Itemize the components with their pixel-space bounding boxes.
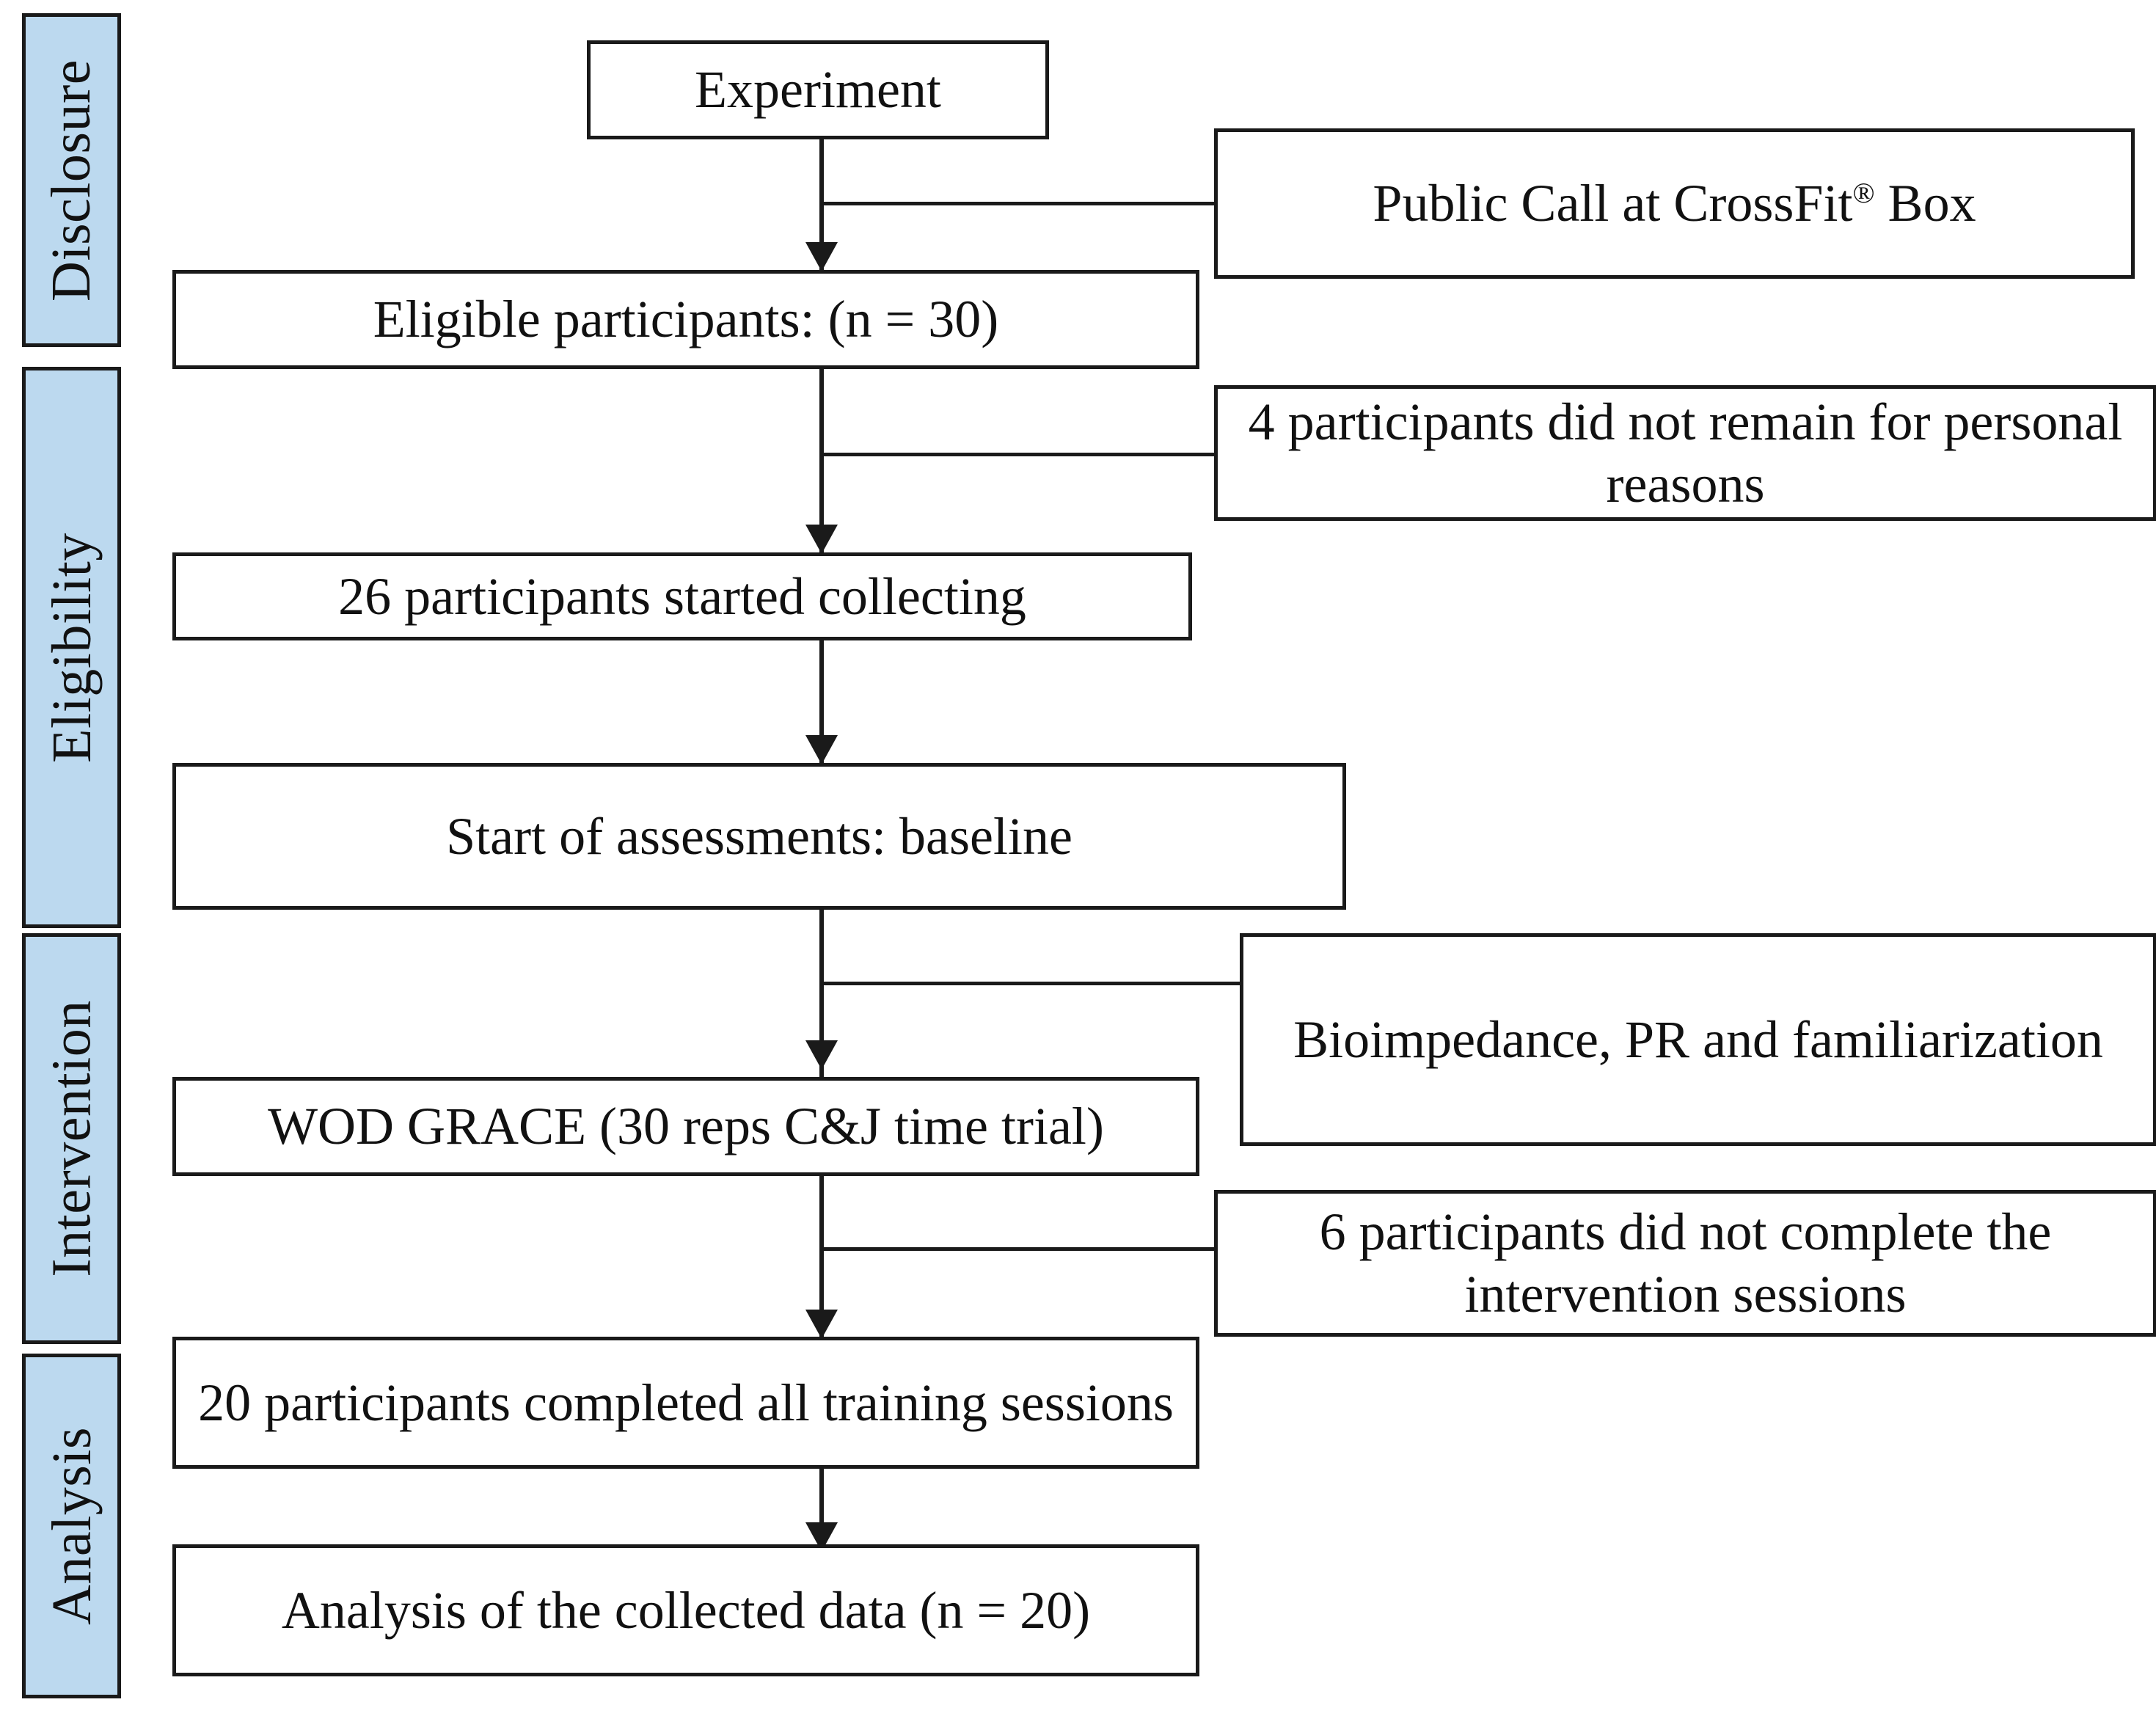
- node-public-call-label-suffix: Box: [1874, 174, 1976, 233]
- phase-label-eligibility: Eligibility: [22, 367, 121, 928]
- node-wod-grace[interactable]: WOD GRACE (30 reps C&J time trial): [172, 1077, 1199, 1176]
- node-dropout-4-label: 4 participants did not remain for person…: [1248, 392, 2123, 514]
- phase-label-eligibility-text: Eligibility: [40, 532, 103, 763]
- node-baseline-assessments-label: Start of assessments: baseline: [446, 806, 1072, 866]
- connector-branch-dropout-4: [819, 453, 1214, 456]
- arrowhead-eligible-to-started: [805, 525, 838, 554]
- node-analysis-of-data[interactable]: Analysis of the collected data (n = 20): [172, 1544, 1199, 1676]
- connector-branch-bioimpedance: [819, 982, 1240, 985]
- phase-label-analysis: Analysis: [22, 1354, 121, 1698]
- node-experiment-label: Experiment: [695, 60, 941, 120]
- node-experiment[interactable]: Experiment: [587, 40, 1049, 139]
- connector-baseline-to-wod: [819, 910, 824, 1078]
- node-eligible-participants[interactable]: Eligible participants: (n = 30): [172, 270, 1199, 369]
- node-bioimpedance[interactable]: Bioimpedance, PR and familiarization: [1240, 933, 2156, 1146]
- phase-label-intervention-text: Intervention: [40, 1000, 103, 1277]
- phase-label-intervention: Intervention: [22, 933, 121, 1344]
- node-eligible-participants-label: Eligible participants: (n = 30): [373, 290, 999, 349]
- node-public-call[interactable]: Public Call at CrossFit® Box: [1214, 128, 2135, 279]
- node-bioimpedance-label: Bioimpedance, PR and familiarization: [1293, 1009, 2103, 1069]
- connector-branch-dropout-6: [819, 1247, 1214, 1251]
- arrowhead-wod-to-completed: [805, 1310, 838, 1339]
- phase-label-disclosure: Disclosure: [22, 13, 121, 347]
- arrowhead-baseline-to-wod: [805, 1040, 838, 1070]
- connector-completed-to-analysis: [819, 1467, 824, 1566]
- connector-branch-public-call: [819, 202, 1214, 205]
- connector-started-to-baseline: [819, 640, 824, 768]
- node-completed-training-label: 20 participants completed all training s…: [198, 1373, 1174, 1432]
- node-started-collecting[interactable]: 26 participants started collecting: [172, 552, 1192, 640]
- connector-eligible-to-started: [819, 369, 824, 552]
- node-baseline-assessments[interactable]: Start of assessments: baseline: [172, 763, 1346, 910]
- node-started-collecting-label: 26 participants started collecting: [338, 566, 1026, 626]
- node-dropout-6-label: 6 participants did not complete the inte…: [1319, 1202, 2052, 1323]
- registered-trademark-icon: ®: [1852, 177, 1875, 210]
- connector-wod-to-completed: [819, 1174, 824, 1339]
- phase-label-analysis-text: Analysis: [40, 1427, 103, 1625]
- node-dropout-4[interactable]: 4 participants did not remain for person…: [1214, 385, 2156, 521]
- node-dropout-6[interactable]: 6 participants did not complete the inte…: [1214, 1190, 2156, 1337]
- arrowhead-experiment-to-eligible: [805, 242, 838, 271]
- node-analysis-of-data-label: Analysis of the collected data (n = 20): [281, 1580, 1091, 1640]
- phase-label-disclosure-text: Disclosure: [40, 59, 103, 302]
- node-wod-grace-label: WOD GRACE (30 reps C&J time trial): [268, 1097, 1104, 1156]
- arrowhead-started-to-baseline: [805, 735, 838, 764]
- node-public-call-label-prefix: Public Call at CrossFit: [1373, 174, 1853, 233]
- node-completed-training[interactable]: 20 participants completed all training s…: [172, 1337, 1199, 1469]
- node-public-call-label: Public Call at CrossFit® Box: [1373, 172, 1976, 235]
